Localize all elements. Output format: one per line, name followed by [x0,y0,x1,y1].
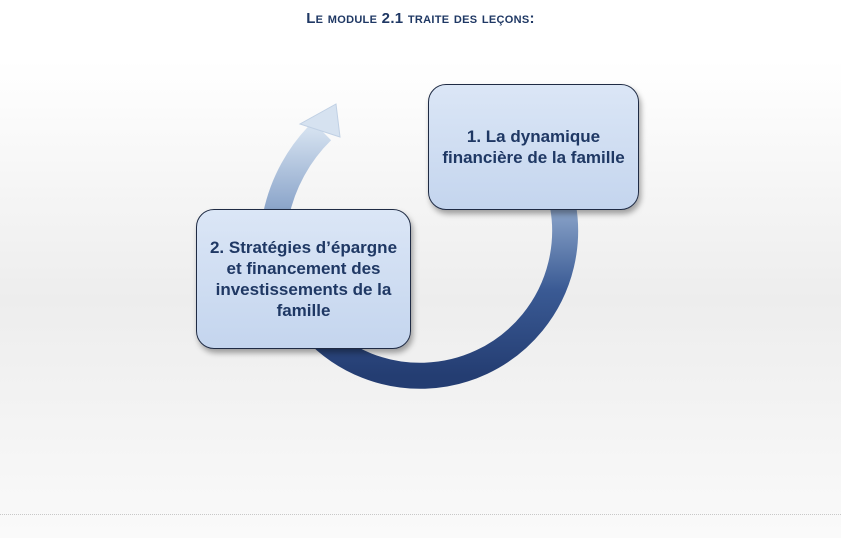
step-1-box: 1. La dynamique financière de la famille [428,84,639,210]
step-2-label: 2. Stratégies d’épargne et financement d… [209,238,398,320]
step-1-label: 1. La dynamique financière de la famille [442,127,625,167]
step-2-box: 2. Stratégies d’épargne et financement d… [196,209,411,349]
page-title: Le module 2.1 traite des leçons: [306,10,535,27]
cycle-arrow-head [298,103,341,138]
footer-dotted-line [0,514,841,516]
